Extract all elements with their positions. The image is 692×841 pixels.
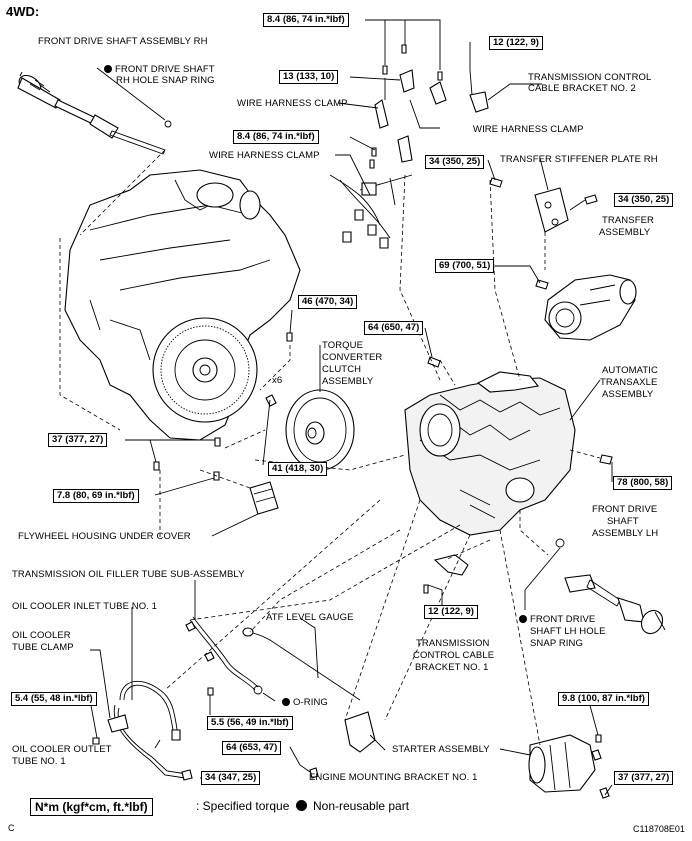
label-snap-ring-rh-line1: FRONT DRIVE SHAFT [104, 64, 215, 75]
label-engine-mounting-bracket: ENGINE MOUNTING BRACKET NO. 1 [309, 772, 478, 783]
label-oil-filler-tube: TRANSMISSION OIL FILLER TUBE SUB-ASSEMBL… [12, 569, 245, 580]
label-snap-ring-lh-line2: SHAFT LH HOLE [530, 626, 606, 637]
transfer-assembly-illustration [489, 177, 637, 341]
label-oil-cooler-outlet-line1: OIL COOLER OUTLET [12, 744, 112, 755]
drive-shaft-rh-illustration [17, 71, 172, 155]
section-heading: 4WD: [6, 4, 40, 19]
label-front-drive-shaft-lh-line3: ASSEMBLY LH [592, 528, 659, 539]
label-text: FRONT DRIVE [530, 614, 596, 625]
label-oil-cooler-inlet: OIL COOLER INLET TUBE NO. 1 [12, 601, 158, 612]
torque-spec-oil-cooler-clamp: 5.4 (55, 48 in.*lbf) [11, 692, 97, 706]
label-transfer-line2: ASSEMBLY [599, 227, 651, 238]
oil-tube-illustrations [92, 616, 361, 781]
torque-spec-engine-bolt: 46 (470, 34) [298, 295, 358, 309]
label-text: O-RING [293, 697, 328, 708]
figure-id: C118708E01 [633, 824, 685, 834]
torque-spec-oil-cooler-outlet: 34 (347, 25) [201, 771, 261, 785]
label-torque-converter-line4: ASSEMBLY [322, 376, 374, 387]
torque-spec-transfer: 69 (700, 51) [435, 259, 495, 273]
label-o-ring: O-RING [282, 697, 328, 708]
label-snap-ring-lh-line1: FRONT DRIVE [519, 614, 595, 625]
torque-spec-cable-bracket-1: 12 (122, 9) [424, 605, 478, 619]
label-quantity-x6: x6 [272, 375, 283, 386]
label-front-drive-shaft-rh: FRONT DRIVE SHAFT ASSEMBLY RH [38, 36, 208, 47]
label-transfer-line1: TRANSFER [602, 215, 654, 226]
label-text: FRONT DRIVE SHAFT [115, 64, 215, 75]
torque-spec-flywheel-cover: 7.8 (80, 69 in.*lbf) [53, 489, 139, 503]
label-auto-transaxle-line1: AUTOMATIC [602, 365, 658, 376]
label-tcc-bracket-1-line1: TRANSMISSION [416, 638, 490, 649]
torque-spec-flywheel-housing: 37 (377, 27) [48, 433, 108, 447]
label-flywheel-cover: FLYWHEEL HOUSING UNDER COVER [18, 531, 191, 542]
label-oil-cooler-clamp-line2: TUBE CLAMP [12, 642, 74, 653]
drive-shaft-lh-illustration [555, 538, 666, 635]
legend-non-reusable: Non-reusable part [296, 798, 409, 814]
label-auto-transaxle-line3: ASSEMBLY [602, 389, 654, 400]
clamp-bracket-illustrations [329, 35, 489, 249]
non-reusable-dot-icon [104, 65, 112, 73]
non-reusable-dot-icon [519, 615, 527, 623]
label-front-drive-shaft-lh-line2: SHAFT [607, 516, 639, 527]
corner-mark-left: C [8, 823, 15, 833]
label-oil-cooler-clamp-line1: OIL COOLER [12, 630, 71, 641]
label-tcc-bracket-2-line2: CABLE BRACKET NO. 2 [528, 83, 636, 94]
torque-spec-harness-bolt-a: 8.4 (86, 74 in.*lbf) [263, 13, 349, 27]
non-reusable-dot-icon [282, 698, 290, 706]
flywheel-cover-illustration [249, 481, 279, 515]
label-torque-converter-line1: TORQUE [322, 340, 364, 351]
label-atf-level-gauge: ATF LEVEL GAUGE [266, 612, 354, 623]
label-torque-converter-line3: CLUTCH [322, 364, 362, 375]
label-wire-harness-clamp-c: WIRE HARNESS CLAMP [473, 124, 584, 135]
engine-mounting-bracket-illustration [344, 711, 376, 753]
legend-specified-torque: : Specified torque [196, 799, 290, 813]
label-tcc-bracket-1-line3: BRACKET NO. 1 [415, 662, 489, 673]
transaxle-illustration [404, 371, 576, 536]
torque-spec-starter-small: 9.8 (100, 87 in.*lbf) [558, 692, 649, 706]
label-front-drive-shaft-lh-line1: FRONT DRIVE [592, 504, 658, 515]
label-torque-converter-line2: CONVERTER [322, 352, 383, 363]
torque-converter-illustration [265, 389, 355, 471]
torque-spec-stiffener-b: 34 (350, 25) [614, 193, 674, 207]
label-starter-assembly: STARTER ASSEMBLY [392, 744, 490, 755]
torque-spec-clamp-bolt: 13 (133, 10) [279, 70, 339, 84]
starter-illustration [528, 734, 610, 799]
label-tcc-bracket-1-line2: CONTROL CABLE [413, 650, 495, 661]
torque-spec-transaxle-upper: 64 (650, 47) [364, 321, 424, 335]
torque-spec-harness-bolt-b: 8.4 (86, 74 in.*lbf) [233, 130, 319, 144]
label-wire-harness-clamp-a: WIRE HARNESS CLAMP [237, 98, 348, 109]
label-tcc-bracket-2-line1: TRANSMISSION CONTROL [528, 72, 652, 83]
engine-block-illustration [64, 169, 301, 441]
label-wire-harness-clamp-b: WIRE HARNESS CLAMP [209, 150, 320, 161]
torque-spec-engine-mount: 64 (653, 47) [222, 741, 282, 755]
label-transfer-stiffener: TRANSFER STIFFENER PLATE RH [500, 154, 658, 165]
legend-torque-unit-box: N*m (kgf*cm, ft.*lbf) [30, 798, 153, 816]
legend-non-reusable-text: Non-reusable part [313, 799, 410, 813]
leader-lines [89, 19, 613, 796]
torque-spec-transaxle-side: 78 (800, 58) [613, 476, 673, 490]
non-reusable-dot-icon [296, 800, 307, 811]
label-oil-cooler-outlet-line2: TUBE NO. 1 [12, 756, 66, 767]
torque-spec-oil-filler-tube: 5.5 (56, 49 in.*lbf) [207, 716, 293, 730]
label-snap-ring-lh-line3: SNAP RING [530, 638, 583, 649]
label-auto-transaxle-line2: TRANSAXLE [600, 377, 658, 388]
torque-spec-torque-converter: 41 (418, 30) [268, 462, 328, 476]
cable-bracket-1-illustration [433, 554, 469, 576]
torque-spec-starter: 37 (377, 27) [614, 771, 674, 785]
torque-spec-stiffener-a: 34 (350, 25) [425, 155, 485, 169]
reference-lines [59, 149, 601, 746]
label-snap-ring-rh-line2: RH HOLE SNAP RING [116, 75, 215, 86]
torque-spec-cable-bracket-2: 12 (122, 9) [489, 36, 543, 50]
